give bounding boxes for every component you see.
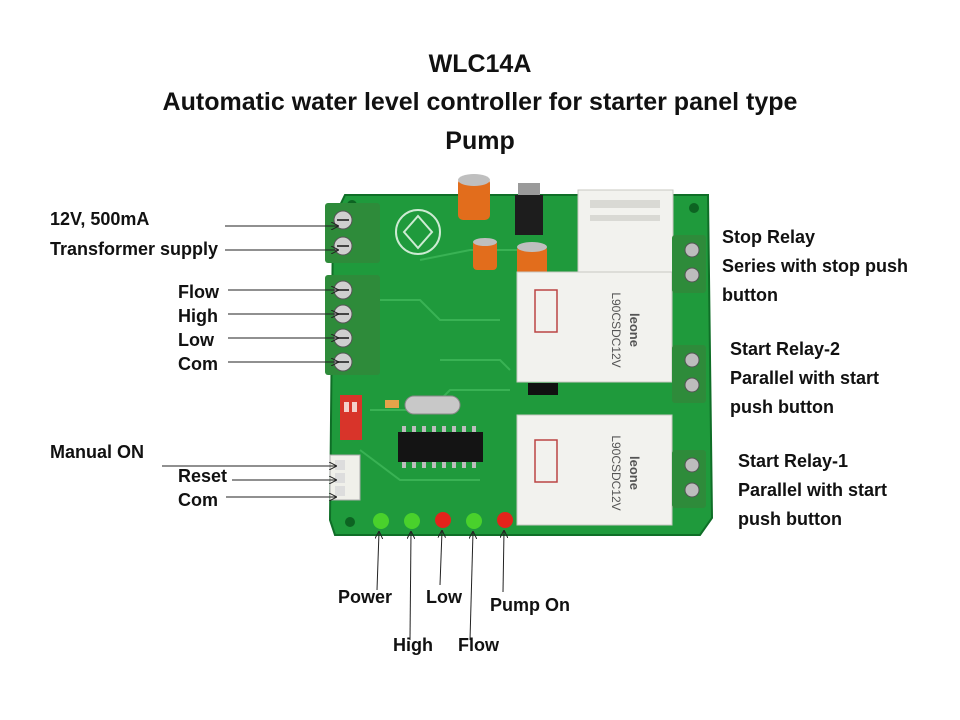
label-led-high: High [393,635,433,655]
label-start-relay-1: Start Relay-1 [738,451,849,471]
title-line2: Automatic water level controller for sta… [162,88,798,116]
label-com-manual: Com [178,490,218,510]
led-power [373,513,389,529]
relay1-model: L90CSDC12V [609,435,623,510]
label-led-pump-on: Pump On [490,595,570,615]
manual-connector [329,454,361,501]
relay1-brand: leone [627,456,642,490]
label-led-power: Power [338,587,393,607]
label-start1-desc-1: Parallel with start [738,480,888,500]
label-supply-voltage: 12V, 500mA [50,209,150,229]
led-indicators [373,512,513,529]
sensor-terminal-block [325,275,380,375]
ic-chip [398,426,483,468]
relay2-model: L90CSDC12V [609,292,623,367]
stop-relay-component [577,189,674,273]
right-terminal-blocks [672,235,706,508]
label-start2-desc-1: Parallel with start [730,368,880,388]
label-stop-relay: Stop Relay [722,227,816,247]
crystal-oscillator [385,395,461,415]
label-reset: Reset [178,466,228,486]
power-terminal-block [325,203,380,263]
label-stop-desc-2: button [722,285,778,305]
led-low [435,512,451,528]
label-start-relay-2: Start Relay-2 [730,339,841,359]
dip-switch [340,395,362,440]
relay2-brand: leone [627,313,642,347]
label-led-low: Low [426,587,462,607]
led-flow [466,513,482,529]
label-start1-desc-2: push button [738,509,842,529]
jumper-header [528,383,558,395]
title-line1: WLC14A [428,50,532,78]
label-manual-on: Manual ON [50,442,145,462]
label-transformer-supply: Transformer supply [50,239,219,259]
label-low-input: Low [178,330,214,350]
start-relay-2-component: leone L90CSDC12V [516,271,673,383]
start-relay-1-component: leone L90CSDC12V [516,414,673,526]
label-flow-input: Flow [178,282,219,302]
label-com-input: Com [178,354,218,374]
led-pump-on [497,512,513,528]
label-start2-desc-2: push button [730,397,834,417]
label-led-flow: Flow [458,635,499,655]
title-line3: Pump [445,127,515,155]
led-high [404,513,420,529]
leader-lines [162,226,504,641]
label-stop-desc-1: Series with stop push [722,256,909,276]
label-high-input: High [178,306,218,326]
company-logo [395,209,441,255]
voltage-regulator [515,183,543,235]
